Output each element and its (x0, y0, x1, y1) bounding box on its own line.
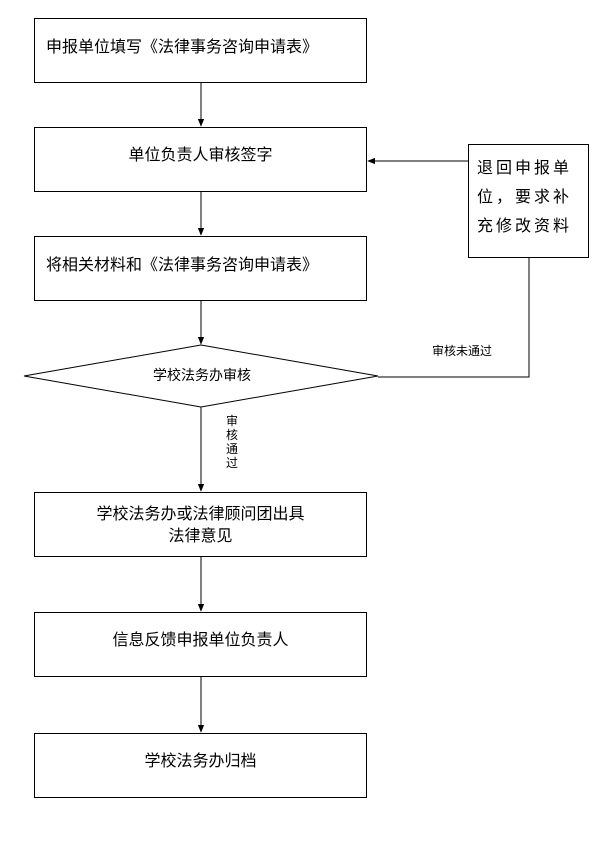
step-submit-materials: 将相关材料和《法律事务咨询申请表》 (34, 236, 367, 301)
step-legal-opinion-line2: 法律意见 (168, 526, 233, 545)
step-legal-opinion-line1: 学校法务办或法律顾问团出具 (96, 504, 305, 523)
step-fill-application: 申报单位填写《法律事务咨询申请表》 (34, 18, 367, 83)
return-box-text: 退回申报单位，要求补充修改资料 (477, 158, 573, 235)
step-submit-materials-text: 将相关材料和《法律事务咨询申请表》 (46, 255, 319, 274)
label-review-failed: 审核未通过 (432, 344, 493, 358)
step-archive-text: 学校法务办归档 (144, 751, 257, 770)
decision-diamond (23, 344, 379, 408)
step-fill-application-text: 申报单位填写《法律事务咨询申请表》 (46, 37, 319, 56)
step-leader-sign: 单位负责人审核签字 (34, 127, 367, 192)
step-feedback: 信息反馈申报单位负责人 (34, 612, 367, 677)
step-feedback-text: 信息反馈申报单位负责人 (112, 630, 289, 649)
step-leader-sign-text: 单位负责人审核签字 (128, 145, 273, 164)
step-legal-opinion: 学校法务办或法律顾问团出具 法律意见 (34, 492, 367, 557)
reject-path (378, 258, 530, 378)
step-legal-opinion-text: 学校法务办或法律顾问团出具 法律意见 (35, 503, 366, 547)
decision-review-text: 学校法务办审核 (153, 368, 251, 384)
return-box: 退回申报单位，要求补充修改资料 (468, 144, 589, 258)
label-review-passed: 审核通过 (226, 414, 239, 470)
step-archive: 学校法务办归档 (34, 733, 367, 798)
